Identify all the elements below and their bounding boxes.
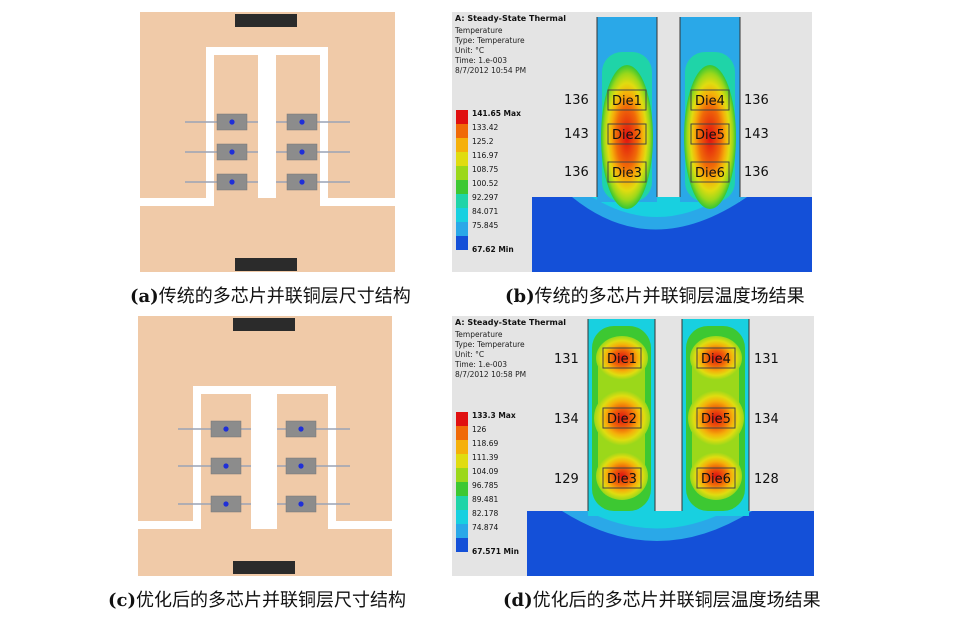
die-label: Die4 bbox=[695, 94, 725, 109]
svg-text:133.42: 133.42 bbox=[472, 123, 498, 132]
svg-text:141.65 Max: 141.65 Max bbox=[472, 109, 521, 118]
svg-text:Temperature: Temperature bbox=[454, 26, 503, 35]
temp-value: 136 bbox=[744, 165, 769, 180]
svg-text:82.178: 82.178 bbox=[472, 509, 498, 518]
thermal-plot-b: Die1 Die2 Die3 Die4 Die5 Die6 136 143 13… bbox=[452, 12, 812, 272]
caption-a: (a)传统的多芯片并联铜层尺寸结构 bbox=[130, 286, 411, 307]
svg-text:67.62 Min: 67.62 Min bbox=[472, 245, 514, 254]
temp-value: 136 bbox=[744, 93, 769, 108]
die-label: Die5 bbox=[695, 128, 725, 143]
svg-text:74.874: 74.874 bbox=[472, 523, 498, 532]
thermal-plot-d: Die1 Die2 Die3 Die4 Die5 Die6 131 134 12… bbox=[452, 316, 814, 576]
svg-text:75.845: 75.845 bbox=[472, 221, 498, 230]
svg-text:Time: 1.e-003: Time: 1.e-003 bbox=[454, 56, 507, 65]
svg-text:84.071: 84.071 bbox=[472, 207, 498, 216]
svg-text:126: 126 bbox=[472, 425, 487, 434]
temp-value: 143 bbox=[564, 127, 589, 142]
svg-text:Type: Temperature: Type: Temperature bbox=[454, 36, 525, 45]
temp-value: 128 bbox=[754, 472, 779, 487]
die-label: Die2 bbox=[612, 128, 642, 143]
svg-text:116.97: 116.97 bbox=[472, 151, 498, 160]
svg-text:8/7/2012 10:54 PM: 8/7/2012 10:54 PM bbox=[455, 66, 526, 75]
die-label: Die3 bbox=[612, 166, 642, 181]
svg-text:Unit: °C: Unit: °C bbox=[455, 350, 484, 359]
svg-text:118.69: 118.69 bbox=[472, 439, 498, 448]
caption-d: (d)优化后的多芯片并联铜层温度场结果 bbox=[503, 590, 821, 611]
svg-text:Time: 1.e-003: Time: 1.e-003 bbox=[454, 360, 507, 369]
layout-diagram-c bbox=[138, 316, 392, 576]
svg-text:108.75: 108.75 bbox=[472, 165, 498, 174]
die-label: Die6 bbox=[701, 472, 731, 487]
temp-value: 143 bbox=[744, 127, 769, 142]
svg-text:Type: Temperature: Type: Temperature bbox=[454, 340, 525, 349]
temp-value: 129 bbox=[554, 472, 579, 487]
caption-b: (b)传统的多芯片并联铜层温度场结果 bbox=[505, 286, 805, 307]
svg-text:133.3 Max: 133.3 Max bbox=[472, 411, 516, 420]
svg-text:8/7/2012 10:58 PM: 8/7/2012 10:58 PM bbox=[455, 370, 526, 379]
svg-text:Unit: °C: Unit: °C bbox=[455, 46, 484, 55]
die-label: Die4 bbox=[701, 352, 731, 367]
temp-value: 131 bbox=[554, 352, 579, 367]
svg-text:100.52: 100.52 bbox=[472, 179, 498, 188]
die-label: Die5 bbox=[701, 412, 731, 427]
temp-value: 134 bbox=[554, 412, 579, 427]
temp-value: 136 bbox=[564, 165, 589, 180]
die-label: Die3 bbox=[607, 472, 637, 487]
temp-value: 131 bbox=[754, 352, 779, 367]
svg-text:89.481: 89.481 bbox=[472, 495, 498, 504]
color-legend: 133.3 Max 126 118.69 111.39 104.09 96.78… bbox=[456, 411, 519, 556]
svg-text:125.2: 125.2 bbox=[472, 137, 494, 146]
layout-diagram-a bbox=[140, 12, 395, 272]
die-label: Die2 bbox=[607, 412, 637, 427]
svg-text:92.297: 92.297 bbox=[472, 193, 498, 202]
plot-title: A: Steady-State Thermal bbox=[455, 14, 566, 23]
svg-text:Temperature: Temperature bbox=[454, 330, 503, 339]
plot-title: A: Steady-State Thermal bbox=[455, 318, 566, 327]
die-label: Die6 bbox=[695, 166, 725, 181]
die-label: Die1 bbox=[607, 352, 637, 367]
temp-value: 136 bbox=[564, 93, 589, 108]
svg-text:111.39: 111.39 bbox=[472, 453, 498, 462]
temp-value: 134 bbox=[754, 412, 779, 427]
color-legend: 141.65 Max 133.42 125.2 116.97 108.75 10… bbox=[456, 109, 521, 254]
svg-text:96.785: 96.785 bbox=[472, 481, 498, 490]
caption-c: (c)优化后的多芯片并联铜层尺寸结构 bbox=[108, 590, 406, 611]
svg-text:67.571 Min: 67.571 Min bbox=[472, 547, 519, 556]
die-label: Die1 bbox=[612, 94, 642, 109]
svg-text:104.09: 104.09 bbox=[472, 467, 498, 476]
